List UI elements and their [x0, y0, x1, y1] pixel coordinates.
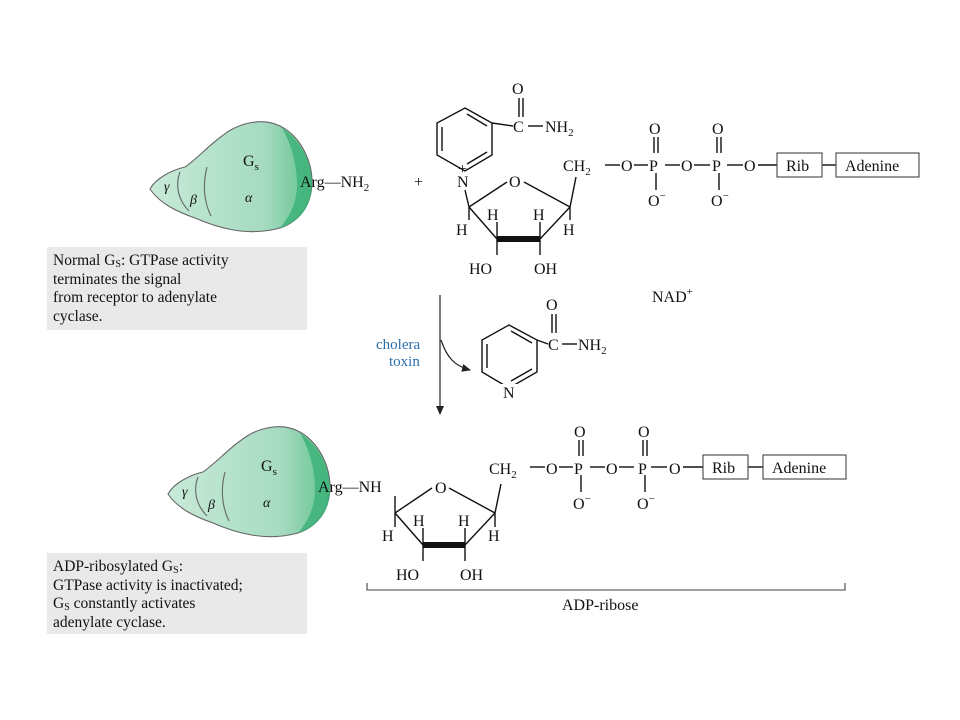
nad-structure [436, 98, 836, 255]
adp-ribosylated-caption: ADP-ribosylated GS: GTPase activity is i… [47, 553, 307, 634]
nicotinamide-n: N [503, 385, 515, 402]
enzyme-label-toxin: toxin [389, 354, 420, 370]
nad-amide-nh2: NH2 [545, 119, 574, 139]
bottom-protein-gs: Gs α β γ [167, 426, 331, 538]
nad-label: NAD+ [652, 286, 693, 306]
adp-adenine-box [762, 454, 847, 480]
plus-sign: + [414, 174, 423, 191]
nad-oh: OH [534, 261, 558, 278]
top-alpha-label: α [245, 191, 253, 206]
nad-o-bridge3: O [744, 158, 756, 175]
adp-ribose-o: O [435, 480, 447, 497]
nicotinamide-nh2: NH2 [578, 337, 607, 357]
adp-p1: P [574, 461, 583, 478]
top-beta-label: β [189, 193, 197, 208]
adp-p2: P [638, 461, 647, 478]
nad-amide-c: C [513, 119, 524, 136]
adp-adenine-label: Adenine [772, 460, 826, 477]
nicotinamide-o: O [546, 297, 558, 314]
top-protein-gs: Gs α β γ [149, 121, 313, 233]
nad-rib-box [776, 152, 823, 178]
adp-ho: HO [396, 567, 419, 584]
adp-p1-o: O [574, 424, 586, 441]
nad-o-bridge2: O [681, 158, 693, 175]
nad-adenine-box [835, 152, 920, 178]
nad-ch2: CH2 [563, 158, 591, 178]
nad-h4: H [563, 222, 575, 239]
adp-h2: H [413, 513, 425, 530]
bottom-beta-label: β [207, 498, 215, 513]
adp-o-bridge3: O [669, 461, 681, 478]
nad-ribose-o: O [509, 174, 521, 191]
adp-h1: H [382, 528, 394, 545]
normal-gs-caption: Normal GS: GTPase activity terminates th… [47, 247, 307, 330]
bottom-gamma-label: γ [182, 485, 188, 500]
adp-rib-box [702, 454, 749, 480]
nad-ring-n: N [457, 174, 469, 191]
adp-rib-label: Rib [712, 460, 735, 477]
released-nicotinamide [481, 314, 577, 389]
top-arg-nh2: Arg—NH2 [300, 174, 369, 194]
adp-o-bridge1: O [546, 461, 558, 478]
nad-p1-o: O [649, 121, 661, 138]
nad-h1: H [456, 222, 468, 239]
nad-p1-ominus: O− [648, 190, 666, 210]
enzyme-label-cholera: cholera [376, 337, 420, 353]
adp-o-bridge2: O [606, 461, 618, 478]
release-arrow [440, 339, 471, 372]
nad-h2: H [487, 207, 499, 224]
adp-oh: OH [460, 567, 484, 584]
nad-carbonyl-o: O [512, 81, 524, 98]
bottom-alpha-label: α [263, 496, 271, 511]
adp-ribose-bracket [366, 583, 846, 591]
bottom-arg-nh: Arg—NH [318, 479, 382, 496]
adp-ribose-structure [394, 440, 763, 561]
adp-p1-ominus: O− [573, 493, 591, 513]
adp-h3: H [458, 513, 470, 530]
nad-p2-o: O [712, 121, 724, 138]
nad-adenine-label: Adenine [845, 158, 899, 175]
adp-p2-ominus: O− [637, 493, 655, 513]
nad-rib-label: Rib [786, 158, 809, 175]
nad-h3: H [533, 207, 545, 224]
nad-atom-labels: O C NH2 N + O H H H H HO OH CH2 O P O P … [456, 81, 756, 278]
nad-p2-ominus: O− [711, 190, 729, 210]
nad-o-bridge1: O [621, 158, 633, 175]
adp-ribose-label: ADP-ribose [562, 597, 638, 614]
nad-p1: P [649, 158, 658, 175]
adp-p2-o: O [638, 424, 650, 441]
nad-ho: HO [469, 261, 492, 278]
adp-h4: H [488, 528, 500, 545]
nicotinamide-c: C [548, 337, 559, 354]
nad-ring-charge: + [458, 161, 467, 178]
bottom-gs-label: Gs [261, 458, 277, 478]
nad-p2: P [712, 158, 721, 175]
top-gs-label: Gs [243, 153, 259, 173]
adp-ch2: CH2 [489, 461, 517, 481]
top-gamma-label: γ [164, 180, 170, 195]
adp-ribose-atom-labels: O H H H H HO OH CH2 O P O P O O O O− O− [382, 424, 681, 584]
